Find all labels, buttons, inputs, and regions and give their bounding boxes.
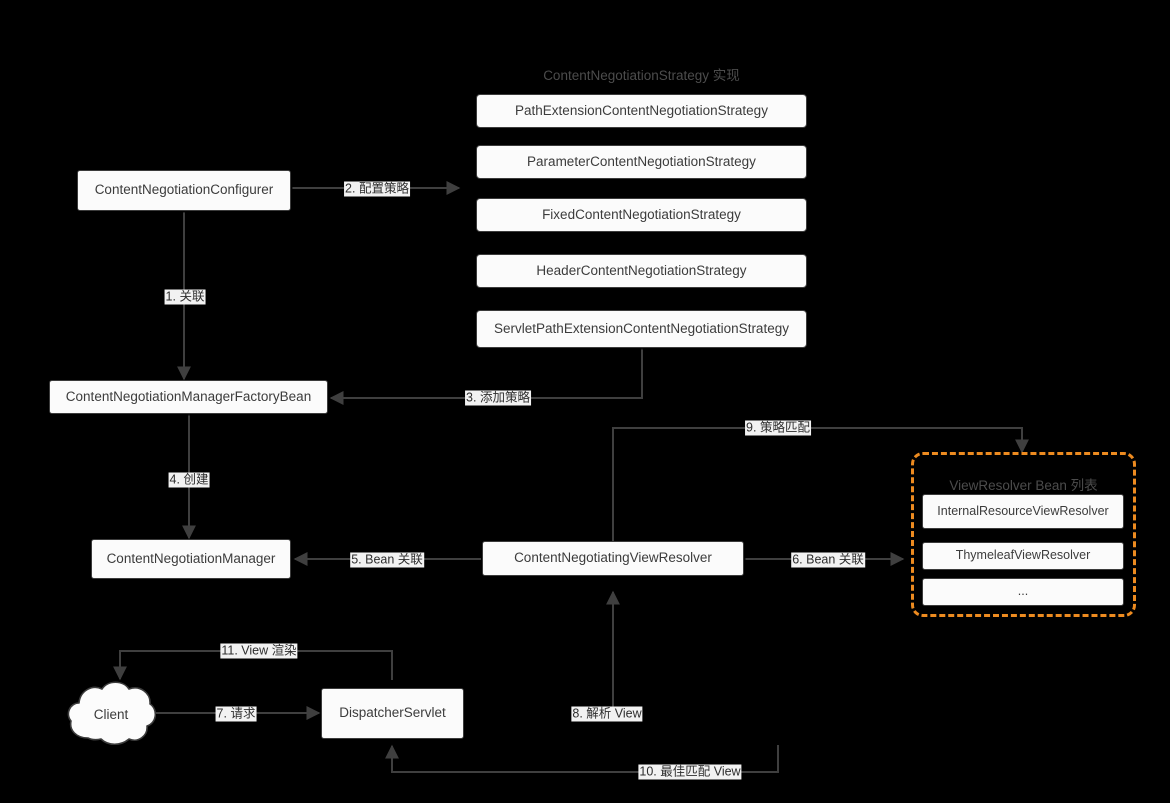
viewresolver-bean-group [911, 452, 1136, 617]
node-client-cloud[interactable]: Client [66, 678, 156, 750]
edge-label-2: 2. 配置策略 [344, 181, 410, 197]
edge-label-9: 9. 策略匹配 [745, 420, 811, 436]
viewresolver-group-title: ViewResolver Bean 列表 [949, 478, 1098, 493]
node-content-negotiation-manager-factory-bean[interactable]: ContentNegotiationManagerFactoryBean [49, 380, 328, 414]
edge-label-3: 3. 添加策略 [465, 390, 531, 406]
strategy-box-fixed[interactable]: FixedContentNegotiationStrategy [476, 198, 807, 232]
viewresolver-box-internal-resource[interactable]: InternalResourceViewResolver [922, 494, 1124, 529]
strategy-box-servlet-path-extension[interactable]: ServletPathExtensionContentNegotiationSt… [476, 310, 807, 348]
edge-label-10: 10. 最佳匹配 View [638, 764, 742, 780]
node-content-negotiating-view-resolver[interactable]: ContentNegotiatingViewResolver [482, 541, 744, 576]
edge-label-5: 5. Bean 关联 [350, 552, 424, 568]
edge-label-1: 1. 关联 [164, 289, 206, 305]
edge-label-8: 8. 解析 View [571, 706, 643, 722]
strategy-group-title: ContentNegotiationStrategy 实现 [543, 68, 740, 83]
edge-label-6: 6. Bean 关联 [791, 552, 865, 568]
edge-label-4: 4. 创建 [168, 472, 210, 488]
cloud-icon [67, 681, 156, 746]
edge-label-7: 7. 请求 [215, 706, 257, 722]
strategy-box-parameter[interactable]: ParameterContentNegotiationStrategy [476, 145, 807, 179]
client-label: Client [93, 706, 129, 722]
viewresolver-box-thymeleaf[interactable]: ThymeleafViewResolver [922, 542, 1124, 570]
node-content-negotiation-configurer[interactable]: ContentNegotiationConfigurer [77, 170, 291, 211]
strategy-box-header[interactable]: HeaderContentNegotiationStrategy [476, 254, 807, 288]
node-content-negotiation-manager[interactable]: ContentNegotiationManager [91, 539, 291, 579]
strategy-box-path-extension[interactable]: PathExtensionContentNegotiationStrategy [476, 94, 807, 128]
node-dispatcher-servlet[interactable]: DispatcherServlet [321, 688, 464, 739]
viewresolver-box-ellipsis[interactable]: ... [922, 578, 1124, 606]
edge-label-11: 11. View 渲染 [220, 643, 298, 659]
